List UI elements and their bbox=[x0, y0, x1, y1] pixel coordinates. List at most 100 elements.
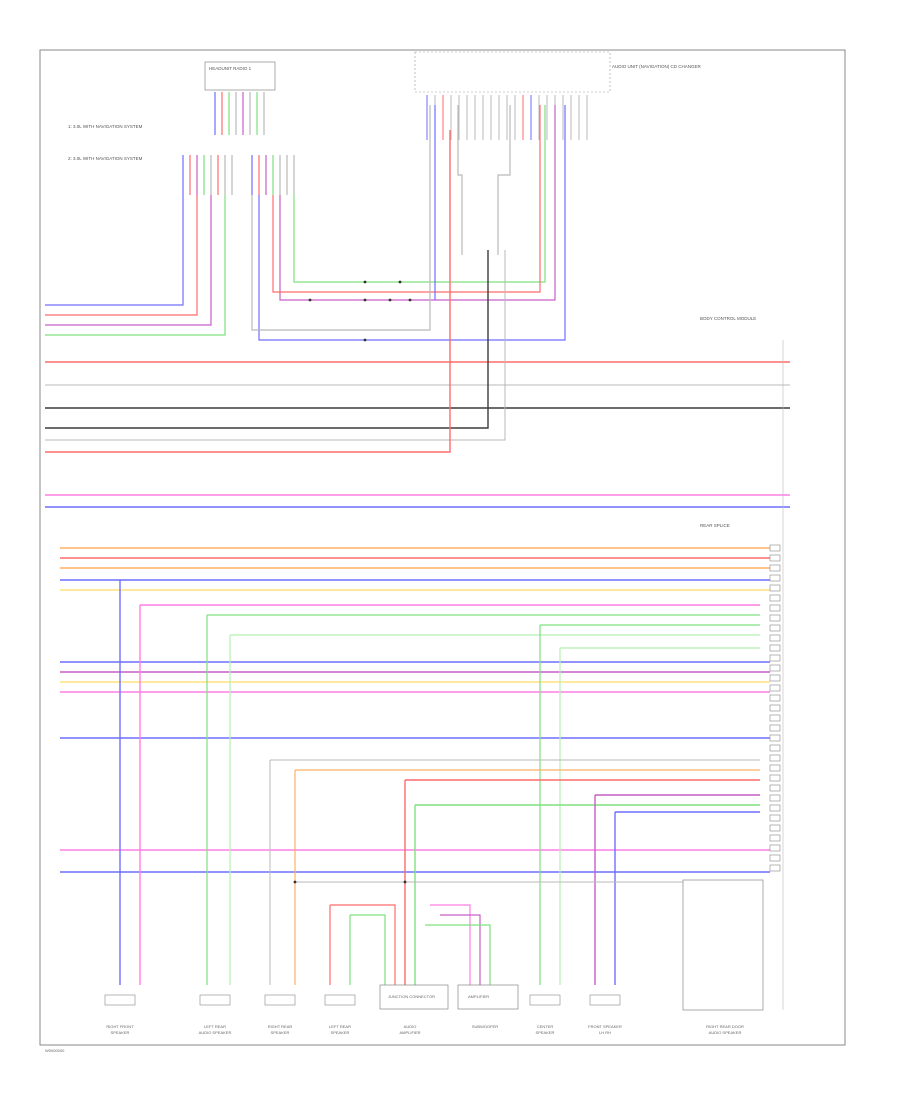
wire-gray-bus bbox=[251, 105, 431, 331]
terminal-icon bbox=[769, 574, 781, 582]
amp-red bbox=[330, 904, 396, 985]
splice-dot-icon bbox=[363, 280, 367, 284]
rf_speaker-label: RIGHT FRONT bbox=[106, 1024, 134, 1029]
amp-region-outline bbox=[414, 51, 611, 93]
terminal-icon bbox=[769, 654, 781, 662]
row-red-2 bbox=[45, 130, 451, 453]
terminal-icon bbox=[769, 564, 781, 572]
terminal-icon bbox=[769, 824, 781, 832]
center_speaker-label: CENTER bbox=[537, 1024, 554, 1029]
lr_speaker-label-line2: AUDIO SPEAKER bbox=[199, 1030, 232, 1035]
rear-splice-label: REAR SPLICE bbox=[700, 523, 730, 528]
amp_unit-label: AUDIO bbox=[404, 1024, 417, 1029]
splice-dot-icon bbox=[398, 280, 402, 284]
terminal-icon bbox=[769, 714, 781, 722]
rf_speaker-label-line2: SPEAKER bbox=[111, 1030, 130, 1035]
amplifier-box bbox=[457, 984, 519, 1010]
lrr_speaker-label: LEFT REAR bbox=[329, 1024, 351, 1029]
terminal-icon bbox=[769, 734, 781, 742]
row-gray-2 bbox=[45, 250, 506, 441]
splice-dot-icon bbox=[293, 880, 297, 884]
splice-dot-icon bbox=[388, 298, 392, 302]
junction-box bbox=[379, 984, 449, 1010]
speaker-connector-icon bbox=[589, 994, 621, 1006]
terminal-icon bbox=[769, 664, 781, 672]
wire-gray-v1 bbox=[457, 105, 463, 255]
amp-header-label: AUDIO UNIT (NAVIGATION) CD CHANGER bbox=[612, 64, 702, 69]
right_rear_door-label: RIGHT REAR DOOR bbox=[706, 1024, 744, 1029]
terminal-icon bbox=[769, 694, 781, 702]
terminal-icon bbox=[769, 814, 781, 822]
headunit-box bbox=[204, 61, 276, 91]
terminal-icon bbox=[769, 804, 781, 812]
wire-layer bbox=[45, 92, 790, 1010]
wire-red-left bbox=[45, 195, 198, 316]
terminal-icon bbox=[769, 854, 781, 862]
splice-dot-icon bbox=[408, 298, 412, 302]
amp-green bbox=[350, 914, 386, 985]
terminal-icon bbox=[769, 744, 781, 752]
terminal-icon bbox=[769, 784, 781, 792]
terminal-icon bbox=[769, 674, 781, 682]
row-black-2 bbox=[45, 250, 489, 429]
wire-purple-left bbox=[45, 195, 212, 326]
wire-gray-v2 bbox=[497, 105, 511, 255]
diagram-frame bbox=[39, 49, 846, 1046]
terminal-icon bbox=[769, 634, 781, 642]
headunit-label: HEADUNIT RADIO 1 bbox=[209, 66, 252, 71]
center_speaker-label-line2: SPEAKER bbox=[536, 1030, 555, 1035]
terminal-icon bbox=[769, 584, 781, 592]
speaker-connector-icon bbox=[104, 994, 136, 1006]
terminal-icon bbox=[769, 764, 781, 772]
terminal-icon bbox=[769, 644, 781, 652]
junction-label: JUNCTION CONNECTOR bbox=[388, 994, 435, 999]
terminal-icon bbox=[769, 624, 781, 632]
top-note-2: 2: 3.0L WITH NAVIGATION SYSTEM bbox=[68, 156, 143, 161]
footer-code: W0000000 bbox=[45, 1048, 65, 1053]
speaker-connector-icon bbox=[324, 994, 356, 1006]
splice-dot-icon bbox=[363, 298, 367, 302]
terminal-icon bbox=[769, 844, 781, 852]
splice-dot-icon bbox=[403, 880, 407, 884]
top-note-1: 1: 3.0L WITH NAVIGATION SYSTEM bbox=[68, 124, 143, 129]
terminal-icon bbox=[769, 684, 781, 692]
terminal-icon bbox=[769, 704, 781, 712]
amplifier-label: AMPLIFIER bbox=[468, 994, 489, 999]
wire-red-bus bbox=[272, 105, 541, 293]
speaker-connector-icon bbox=[199, 994, 231, 1006]
wire-purple-bus bbox=[279, 105, 556, 301]
terminal-icon bbox=[769, 614, 781, 622]
rr_speaker-label-line2: SPEAKER bbox=[271, 1030, 290, 1035]
wire-green-left bbox=[45, 195, 226, 336]
terminal-icon bbox=[769, 754, 781, 762]
terminal-icon bbox=[769, 834, 781, 842]
front_speaker-label: FRONT SPEAKER bbox=[588, 1024, 622, 1029]
wire-blue-left bbox=[45, 195, 184, 306]
bus-label: BODY CONTROL MODULE bbox=[700, 316, 756, 321]
right_rear_door-label-line2: AUDIO SPEAKER bbox=[709, 1030, 742, 1035]
lrr_speaker-label-line2: SPEAKER bbox=[331, 1030, 350, 1035]
terminal-icon bbox=[769, 794, 781, 802]
terminal-icon bbox=[769, 774, 781, 782]
terminal-icon bbox=[769, 554, 781, 562]
terminal-icon bbox=[769, 594, 781, 602]
subwoofer-label: SUBWOOFER bbox=[472, 1024, 498, 1029]
front_speaker-label-line2: LH RH bbox=[599, 1030, 611, 1035]
terminal-icon bbox=[769, 724, 781, 732]
lr_speaker-label: LEFT REAR bbox=[204, 1024, 226, 1029]
terminal-icon bbox=[769, 544, 781, 552]
amp-green3 bbox=[425, 924, 491, 985]
terminal-icon bbox=[769, 604, 781, 612]
wire-green-bus bbox=[293, 105, 546, 283]
speaker-connector-icon bbox=[264, 994, 296, 1006]
rr_speaker-label: RIGHT REAR bbox=[268, 1024, 293, 1029]
right-connector-box bbox=[682, 879, 764, 1011]
amp_unit-label-line2: AMPLIFIER bbox=[399, 1030, 420, 1035]
splice-dot-icon bbox=[363, 338, 367, 342]
terminal-icon bbox=[769, 864, 781, 872]
splice-dot-icon bbox=[308, 298, 312, 302]
wire-blue-bus bbox=[258, 105, 566, 341]
amp-purple bbox=[440, 914, 481, 985]
